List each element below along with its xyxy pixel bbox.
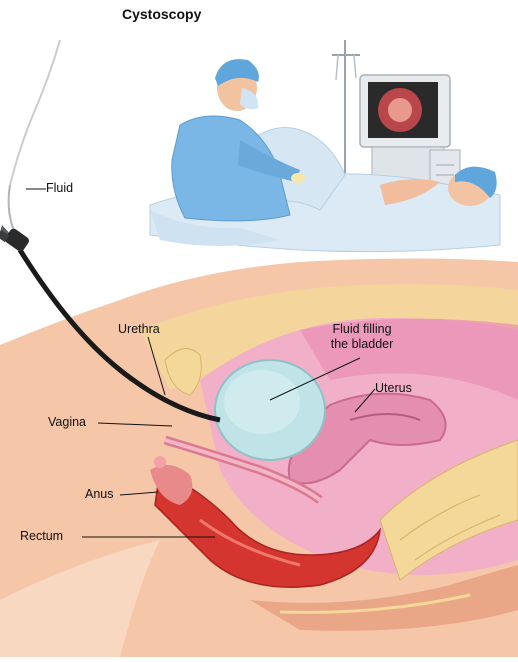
- label-fluid-filling-line1: Fluid filling: [322, 322, 402, 337]
- label-fluid-filling-line2: the bladder: [322, 337, 402, 352]
- label-anus: Anus: [85, 487, 114, 502]
- label-fluid: Fluid: [46, 181, 73, 196]
- procedure-scene: [150, 40, 500, 252]
- label-fluid-filling-the-bladder: Fluid filling the bladder: [322, 322, 402, 352]
- label-rectum: Rectum: [20, 529, 63, 544]
- label-vagina: Vagina: [48, 415, 86, 430]
- label-urethra: Urethra: [118, 322, 160, 337]
- pelvis-section: [0, 259, 518, 658]
- fluid-tube: [10, 40, 60, 185]
- diagram-title: Cystoscopy: [122, 6, 201, 22]
- label-uterus: Uterus: [375, 381, 412, 396]
